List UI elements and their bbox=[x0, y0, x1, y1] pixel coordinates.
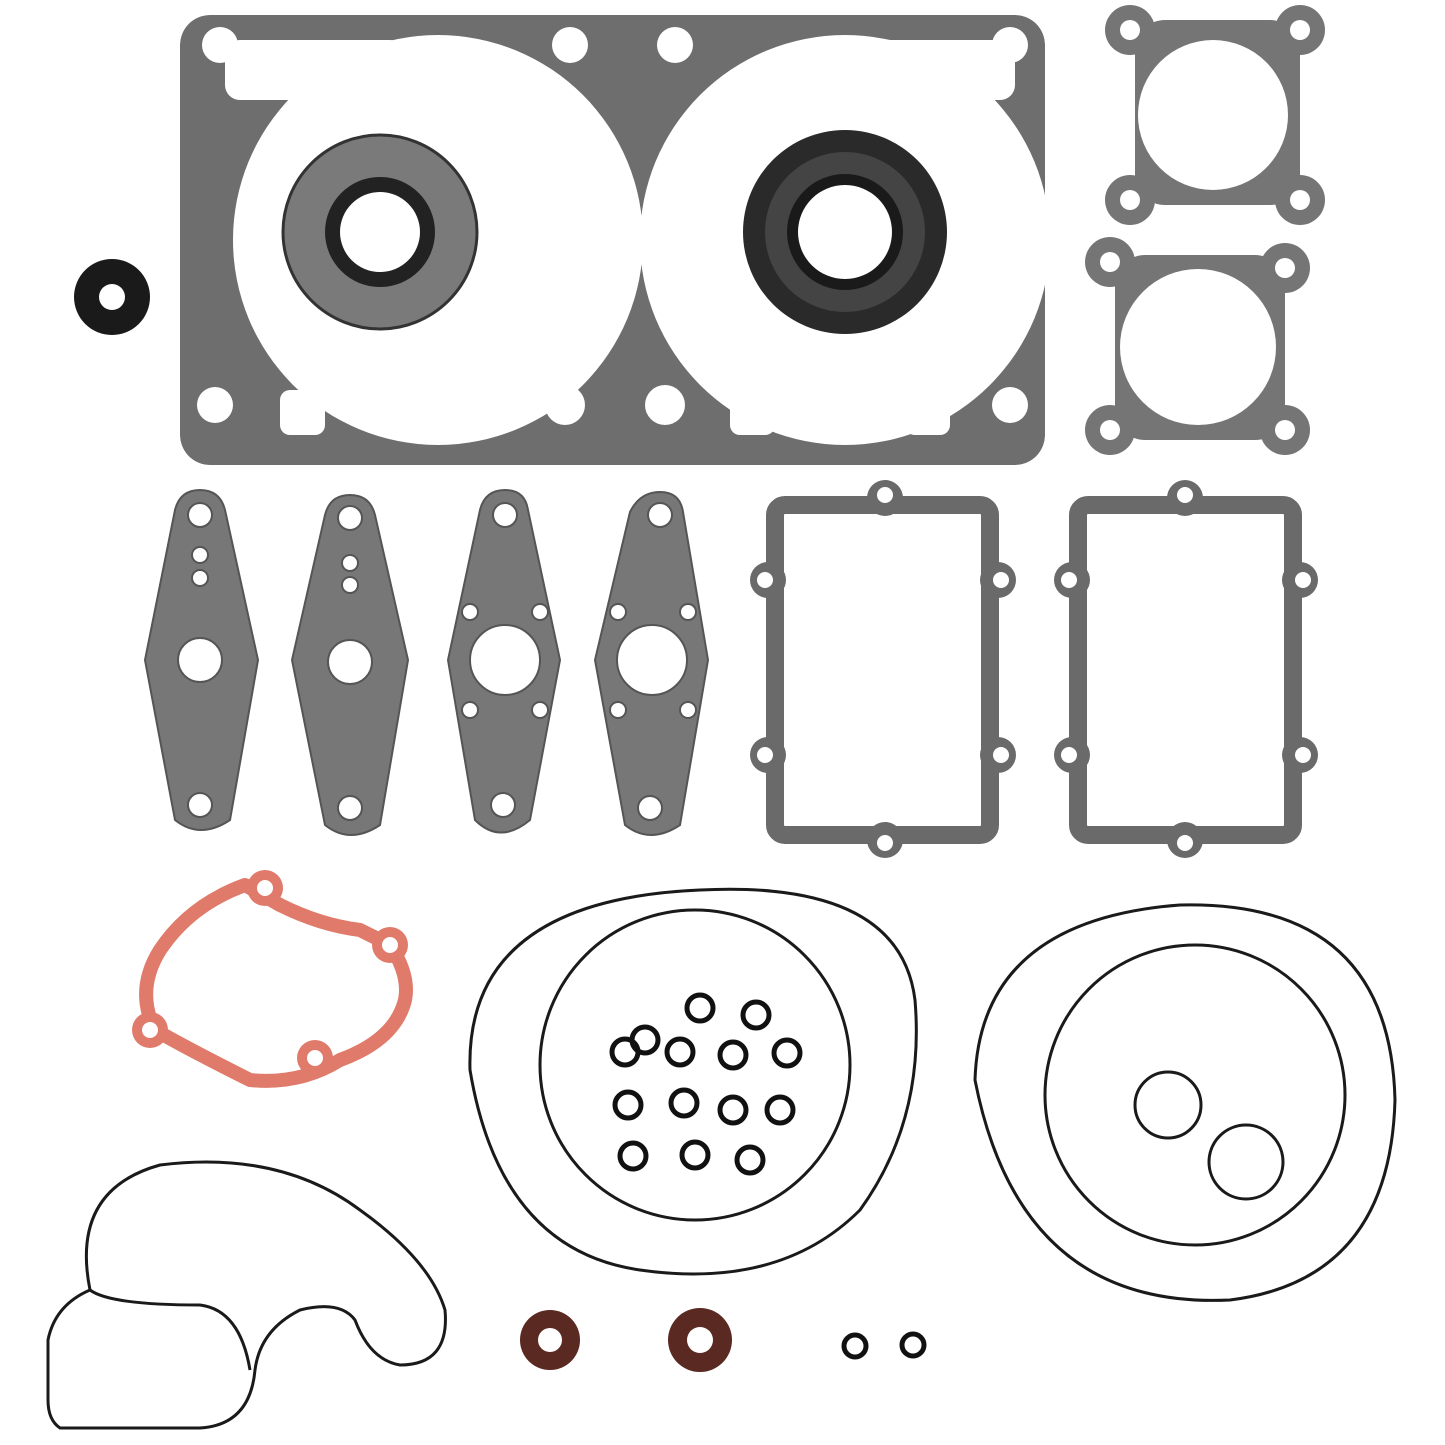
o-ring bbox=[1207, 1123, 1285, 1201]
o-ring bbox=[538, 908, 852, 1222]
intake-gasket bbox=[446, 488, 562, 834]
tiny-o-ring bbox=[899, 1331, 927, 1359]
intake-gasket bbox=[143, 488, 260, 831]
intake-gasket bbox=[593, 490, 710, 836]
tiny-o-ring bbox=[841, 1332, 869, 1360]
o-ring bbox=[1133, 1070, 1203, 1140]
small-o-rings bbox=[609, 992, 803, 1176]
o-ring bbox=[1043, 943, 1347, 1247]
brown-seal bbox=[520, 1310, 580, 1370]
large-o-ring bbox=[973, 903, 1397, 1302]
brown-seal bbox=[668, 1308, 732, 1372]
intake-gasket bbox=[290, 493, 410, 836]
large-o-ring bbox=[468, 887, 918, 1276]
coolant-o-ring bbox=[46, 1160, 447, 1430]
